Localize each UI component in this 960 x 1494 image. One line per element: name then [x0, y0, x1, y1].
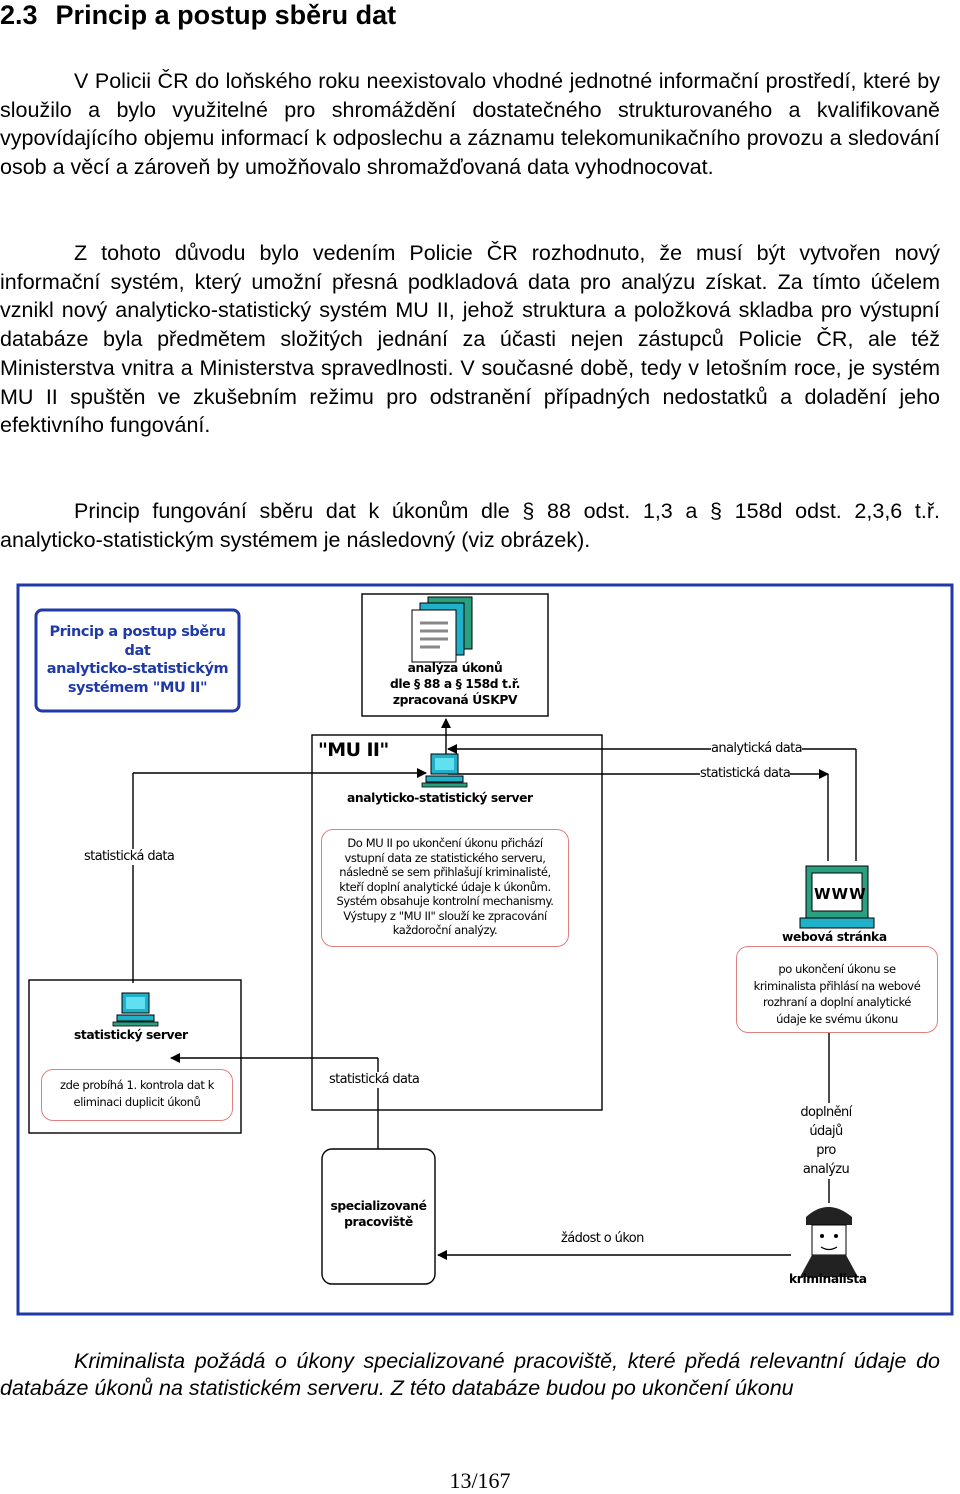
- stat-server-box: [28, 979, 242, 1134]
- stat-note-box: zde probíhá 1. kontrola dat k eliminaci …: [41, 1069, 233, 1121]
- web-label: webová stránka: [782, 930, 887, 944]
- label-statisticka-data-left: statistická data: [84, 849, 175, 865]
- label-analyticka-data: analytická data: [711, 741, 803, 757]
- web-icon-text: WWW: [814, 885, 867, 903]
- kriminalista-label: kriminalista: [789, 1272, 867, 1286]
- paragraph-2: Z tohoto důvodu bylo vedením Policie ČR …: [0, 241, 940, 438]
- zadost-label: žádost o úkon: [561, 1231, 644, 1247]
- diagram-lines: [16, 583, 954, 1316]
- analysis-label: analýza úkonů dle § 88 a § 158d t.ř. zpr…: [390, 661, 520, 707]
- title-box: [34, 608, 241, 713]
- section-title: Princip a postup sběru dat: [55, 0, 397, 30]
- web-page-icon: [799, 865, 875, 929]
- mu-title: "MU II": [318, 739, 389, 761]
- policeman-icon: [800, 1207, 858, 1277]
- stat-note: zde probíhá 1. kontrola dat k eliminaci …: [59, 1078, 215, 1109]
- mu-note: Do MU II po ukončení úkonu přichází vstu…: [336, 836, 554, 937]
- paragraph-3: Princip fungování sběru dat k úkonům dle…: [0, 499, 940, 552]
- stat-server-label: statistický server: [74, 1028, 188, 1042]
- computer-icon-stat: [112, 992, 159, 1027]
- page-number: 13/167: [449, 1468, 511, 1493]
- diagram-title: Princip a postup sběru dat analyticko-st…: [46, 624, 229, 696]
- doplneni-label: doplnění údajů pro analýzu: [786, 1103, 866, 1179]
- web-note-box: po ukončení úkonu se kriminalista přihlá…: [736, 946, 938, 1033]
- computer-icon-server: [421, 753, 468, 788]
- section-number: 2.3: [0, 0, 38, 30]
- process-diagram: Princip a postup sběru dat analyticko-st…: [16, 583, 954, 1316]
- mu-box: [311, 734, 603, 1111]
- diagram-frame: [16, 583, 954, 1316]
- paragraph-4: Kriminalista požádá o úkony specializova…: [0, 1349, 940, 1400]
- label-statisticka-data-mid: statistická data: [329, 1072, 420, 1088]
- server-label: analyticko-statistický server: [347, 791, 533, 805]
- section-heading: 2.3 Princip a postup sběru dat: [0, 0, 396, 30]
- spec-label: specializované pracoviště: [330, 1199, 427, 1229]
- documents-icon: [411, 596, 473, 663]
- label-statisticka-data-top: statistická data: [700, 766, 791, 782]
- paragraph-1: V Policii ČR do loňského roku neexistova…: [0, 69, 940, 180]
- web-note: po ukončení úkonu se kriminalista přihlá…: [753, 962, 921, 1026]
- mu-note-box: Do MU II po ukončení úkonu přichází vstu…: [321, 829, 569, 947]
